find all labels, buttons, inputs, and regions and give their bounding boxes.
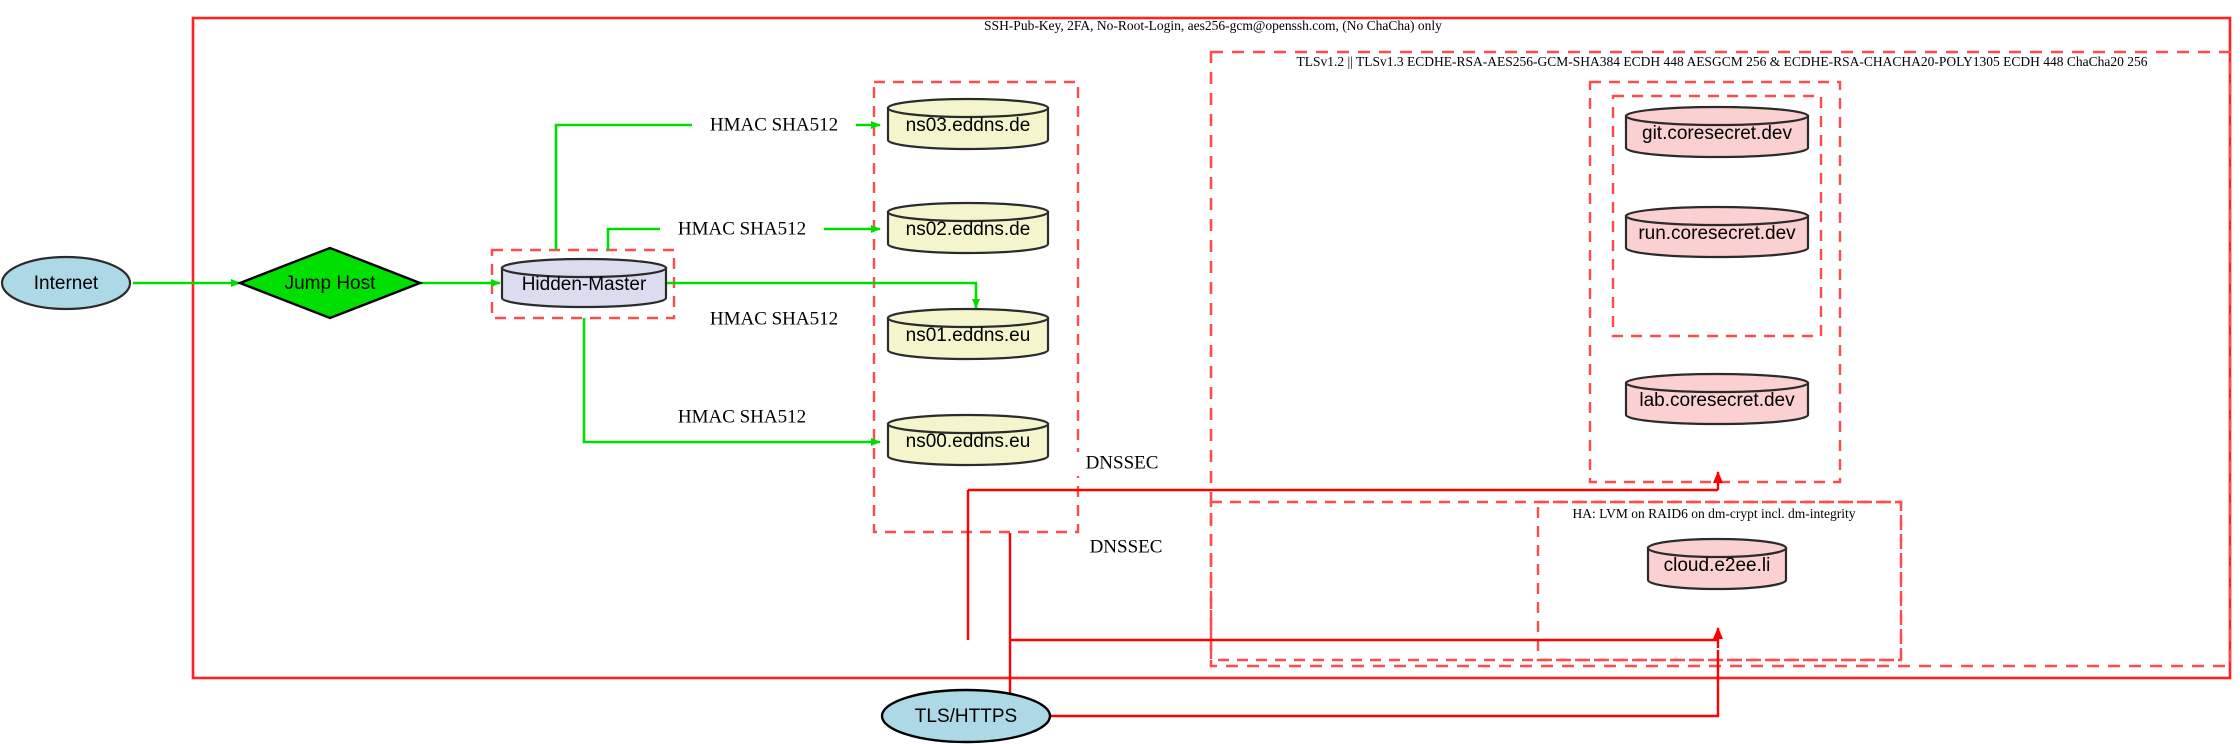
cluster-ha-inner xyxy=(1536,500,1903,662)
edge-hm-ns00 xyxy=(582,318,881,446)
node-ns02[interactable]: ns02.eddns.de xyxy=(886,201,1050,255)
node-jump-host[interactable]: Jump Host xyxy=(236,246,424,320)
edge-label-dnssec-lower: DNSSEC xyxy=(1078,536,1174,560)
ns00-body xyxy=(886,422,1050,467)
edge-hm-ns01 xyxy=(666,281,980,309)
node-git-coresecret[interactable]: git.coresecret.dev xyxy=(1624,105,1810,159)
node-lab-coresecret[interactable]: lab.coresecret.dev xyxy=(1624,372,1810,426)
node-internet-label: Internet xyxy=(34,273,99,294)
node-tls-https[interactable]: TLS/HTTPS xyxy=(880,688,1052,744)
edge-tlshttps-right xyxy=(1050,650,1720,718)
node-ns03-label: ns03.eddns.de xyxy=(906,115,1031,136)
cloud-top xyxy=(1646,537,1788,559)
hmac-ns02-text: HMAC SHA512 xyxy=(678,218,806,239)
cluster-tls-ciphers xyxy=(1209,50,2232,668)
git-body xyxy=(1624,114,1810,159)
lab-top xyxy=(1624,372,1810,394)
node-run-label: run.coresecret.dev xyxy=(1638,223,1796,244)
node-ns00-label: ns00.eddns.eu xyxy=(906,431,1031,452)
cluster-ha-storage xyxy=(1209,500,1903,662)
cluster-ha-storage-label: HA: LVM on RAID6 on dm-crypt incl. dm-in… xyxy=(1573,506,1856,521)
cluster-tls-ciphers-label: TLSv1.2 || TLSv1.3 ECDHE-RSA-AES256-GCM-… xyxy=(1297,54,2148,69)
node-ns01-label: ns01.eddns.eu xyxy=(906,325,1031,346)
cluster-nameservers xyxy=(872,80,1080,534)
hidden-master-body xyxy=(500,266,668,309)
node-internet[interactable]: Internet xyxy=(0,255,132,311)
ns00-top xyxy=(886,413,1050,435)
node-ns01[interactable]: ns01.eddns.eu xyxy=(886,307,1050,361)
node-tls-https-label: TLS/HTTPS xyxy=(915,706,1017,727)
node-cloud-label: cloud.e2ee.li xyxy=(1664,555,1771,576)
edge-label-hmac-ns00: HMAC SHA512 xyxy=(660,405,824,429)
node-jump-host-label: Jump Host xyxy=(285,273,377,294)
run-body xyxy=(1624,214,1810,259)
edge-label-hmac-ns03: HMAC SHA512 xyxy=(692,113,856,137)
node-hidden-master-label: Hidden-Master xyxy=(522,274,647,295)
node-ns00[interactable]: ns00.eddns.eu xyxy=(886,413,1050,467)
cluster-outer-ssh-label: SSH-Pub-Key, 2FA, No-Root-Login, aes256-… xyxy=(984,18,1442,33)
hidden-master-top xyxy=(500,257,668,279)
jump-host-diamond xyxy=(236,246,424,320)
node-ns03[interactable]: ns03.eddns.de xyxy=(886,97,1050,151)
tls-https-ellipse xyxy=(880,688,1052,744)
hmac-ns01-text: HMAC SHA512 xyxy=(710,308,838,329)
dnssec-lower-text: DNSSEC xyxy=(1090,536,1163,557)
hmac-ns00-text: HMAC SHA512 xyxy=(678,406,806,427)
cluster-inner-services xyxy=(1611,94,1823,338)
cluster-outer-ssh xyxy=(191,16,2232,680)
edge-label-hmac-ns02: HMAC SHA512 xyxy=(660,217,824,241)
cloud-body xyxy=(1646,546,1788,591)
run-top xyxy=(1624,205,1810,227)
node-git-label: git.coresecret.dev xyxy=(1642,123,1792,144)
node-hidden-master[interactable]: Hidden-Master xyxy=(500,257,668,309)
ns03-top xyxy=(886,97,1050,119)
lab-body xyxy=(1624,381,1810,426)
ns03-body xyxy=(886,106,1050,151)
node-lab-label: lab.coresecret.dev xyxy=(1639,390,1795,411)
edge-label-dnssec-upper: DNSSEC xyxy=(1074,452,1170,476)
ns02-body xyxy=(886,210,1050,255)
node-ns02-label: ns02.eddns.de xyxy=(906,219,1031,240)
edge-label-hmac-ns01: HMAC SHA512 xyxy=(692,307,856,331)
ns01-top xyxy=(886,307,1050,329)
node-run-coresecret[interactable]: run.coresecret.dev xyxy=(1624,205,1810,259)
node-cloud-e2ee[interactable]: cloud.e2ee.li xyxy=(1646,537,1788,591)
dnssec-upper-text: DNSSEC xyxy=(1086,452,1159,473)
internet-ellipse xyxy=(0,255,132,311)
hmac-ns03-text: HMAC SHA512 xyxy=(710,114,838,135)
ns01-body xyxy=(886,316,1050,361)
ns02-top xyxy=(886,201,1050,223)
git-top xyxy=(1624,105,1810,127)
cluster-coresecret xyxy=(1588,80,1842,484)
